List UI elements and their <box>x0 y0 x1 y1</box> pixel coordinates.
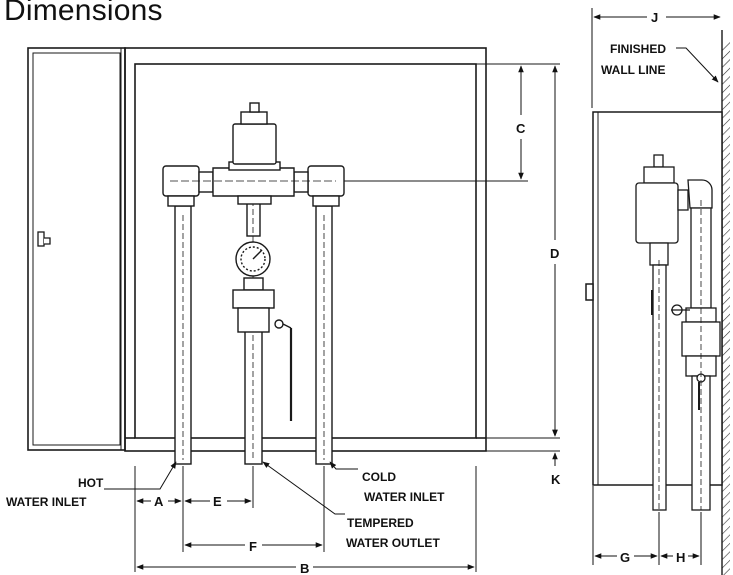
side-valve-assembly <box>635 154 721 511</box>
dimension-label-b: B <box>300 561 309 575</box>
label-tempered-line1: TEMPERED <box>347 516 414 530</box>
dimension-label-f: F <box>249 539 257 554</box>
dimension-label-c: C <box>516 121 526 136</box>
label-tempered-line2: WATER OUTLET <box>346 536 440 550</box>
label-cold-line1: COLD <box>362 470 396 484</box>
door-latch-icon <box>37 231 51 247</box>
label-wall-line1: FINISHED <box>610 42 666 56</box>
dimension-label-a: A <box>154 494 164 509</box>
cabinet-frame <box>124 47 487 452</box>
label-hot-line2: WATER INLET <box>6 495 87 509</box>
mixing-valve <box>162 102 345 207</box>
dimension-label-g: G <box>620 550 630 565</box>
callout-leaders <box>104 461 358 515</box>
finished-wall <box>721 30 730 575</box>
dimension-j <box>591 8 721 108</box>
ball-valve <box>232 277 293 421</box>
side-extension-lines <box>592 486 702 565</box>
label-hot-line1: HOT <box>78 476 104 490</box>
dimension-label-e: E <box>213 494 222 509</box>
page-title: Dimensions <box>4 0 163 27</box>
label-wall-line2: WALL LINE <box>601 63 665 77</box>
cold-inlet-pipe <box>315 205 333 465</box>
dimension-label-d: D <box>550 246 559 261</box>
dimension-label-k: K <box>551 472 561 487</box>
cabinet-door <box>27 47 126 451</box>
temperature-gauge-icon <box>235 241 271 277</box>
extension-lines <box>134 466 477 572</box>
dimension-label-j: J <box>651 10 658 25</box>
wall-callout-leader <box>676 47 719 83</box>
dimension-label-h: H <box>676 550 685 565</box>
hot-inlet-pipe <box>174 205 192 465</box>
label-cold-line2: WATER INLET <box>364 490 445 504</box>
